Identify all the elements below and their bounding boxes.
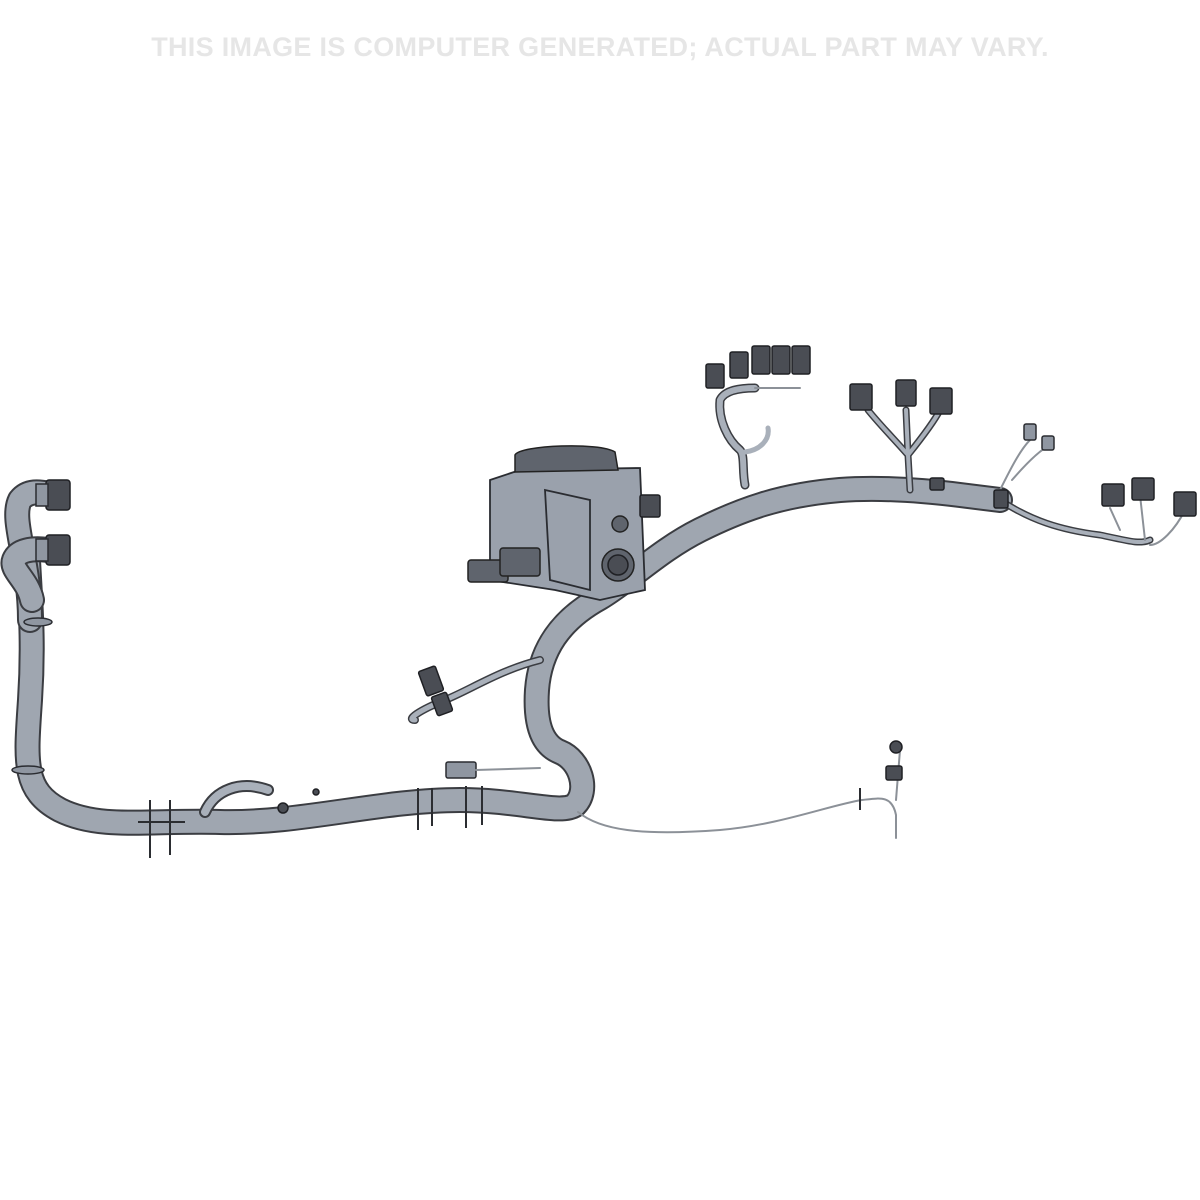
mounting-studs [138, 786, 483, 858]
right-connector-group [929, 423, 1197, 546]
connector-collar-lower [35, 538, 49, 562]
clamp-upper [23, 617, 53, 627]
main-trunk [14, 475, 1013, 836]
bottom-run-connector [445, 761, 541, 779]
sensor-lead [577, 740, 903, 839]
control-module [467, 445, 661, 601]
middle-connector-group [849, 379, 953, 494]
round-connector-lower [45, 534, 71, 566]
clamp-lower [11, 765, 45, 775]
connector-collar-upper [35, 483, 49, 507]
bottom-loop-branch [199, 780, 274, 818]
left-sensor-branch [407, 656, 544, 724]
upper-left-connector-group [705, 345, 811, 490]
round-connector-upper [45, 479, 71, 511]
left-elbow-connectors [0, 479, 71, 775]
disclaimer-text: THIS IMAGE IS COMPUTER GENERATED; ACTUAL… [151, 32, 1049, 62]
